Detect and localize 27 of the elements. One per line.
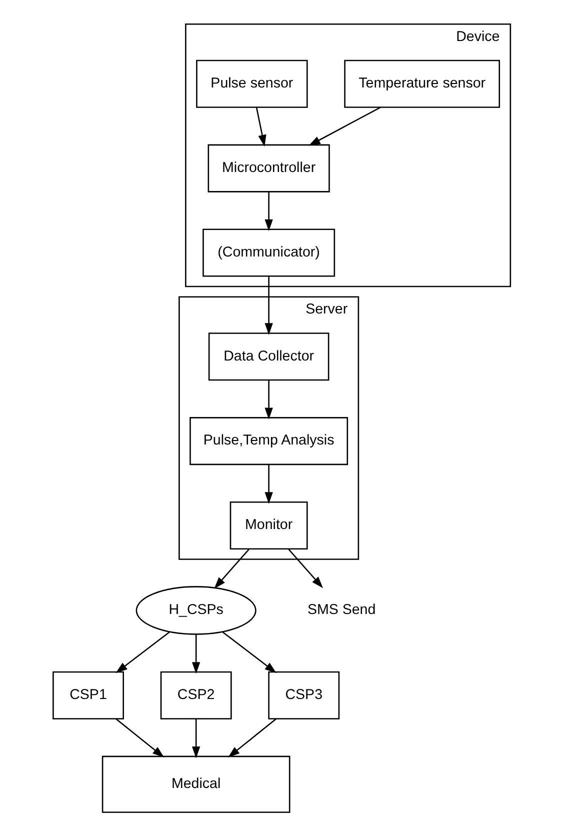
node-box: Data Collector [208,332,329,381]
node-text: SMS Send [306,602,376,618]
arrow [264,464,272,504]
node-box: CSP2 [160,671,232,720]
node-box: (Communicator) [202,228,335,277]
node-box: Medical [101,756,290,813]
node-box: Pulse sensor [196,60,308,108]
arrow [264,380,272,420]
arrow [191,634,200,674]
node-box: CSP3 [268,671,340,720]
arrow [264,192,272,232]
arrow [308,106,380,146]
node-ellipse: H_CSPs [135,586,256,635]
arrow [255,107,266,147]
arrow [222,632,276,674]
node-box: Pulse,Temp Analysis [189,417,348,466]
arrow [227,718,276,758]
node-box: Temperature sensor [344,60,500,108]
node-box: Microcontroller [207,144,330,192]
arrow [264,276,272,335]
node-box: Monitor [229,501,308,550]
arrow [191,718,200,758]
arrow [115,718,164,758]
arrow [288,548,322,588]
arrow [115,632,170,674]
node-box: CSP1 [52,671,124,720]
arrow [214,548,249,589]
